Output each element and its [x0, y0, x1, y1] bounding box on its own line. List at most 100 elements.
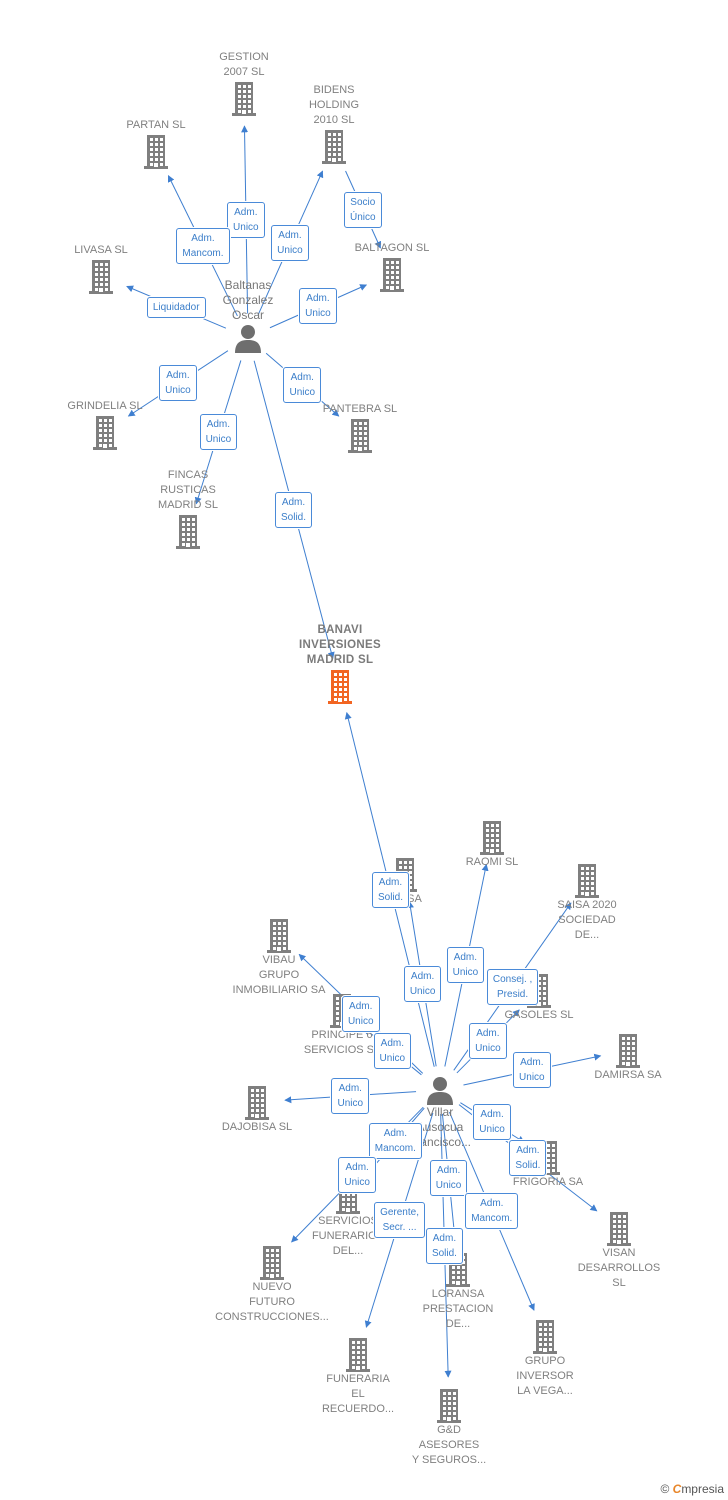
relation-label[interactable]: Adm. Unico [331, 1077, 370, 1114]
person-icon [427, 1077, 453, 1105]
company-node[interactable]: GESTION 2007 SL [169, 50, 319, 116]
building-icon [322, 129, 346, 164]
relation-label[interactable]: Adm. Unico [199, 414, 238, 451]
company-node[interactable]: PANTEBRA SL [285, 402, 435, 453]
company-node[interactable]: DAMIRSA SA [553, 1032, 703, 1083]
company-node[interactable]: SAISA 2020 SOCIEDAD DE... [512, 862, 662, 943]
relation-label[interactable]: Adm. Mancom. [465, 1193, 519, 1230]
relation-label[interactable]: Adm. Unico [271, 225, 309, 262]
person-icon [235, 324, 261, 353]
relation-label[interactable]: Adm. Solid. [371, 871, 409, 908]
node-label: SAISA 2020 SOCIEDAD DE... [557, 899, 617, 941]
node-label: Villar Ausocua Francisco... [408, 1105, 471, 1149]
company-node[interactable]: BALTAGON SL [317, 241, 467, 292]
node-label: BANAVI INVERSIONES MADRID SL [299, 623, 381, 666]
node-label: PANTEBRA SL [322, 402, 398, 415]
node-label: LORANSA PRESTACION DE... [422, 1288, 494, 1330]
company-node[interactable]: LIVASA SL [26, 243, 176, 294]
node-label: DAJOBISA SL [221, 1121, 293, 1133]
person-node[interactable]: Villar Ausocua Francisco... [365, 1075, 515, 1150]
person-node[interactable]: Baltanas Gonzalez Oscar [173, 278, 323, 353]
company-node[interactable]: VISAN DESARROLLOS SL [544, 1210, 694, 1291]
building-icon [260, 1246, 284, 1280]
node-label: PRINCIPE 6 SERVICIOS SL [303, 1029, 380, 1056]
company-node[interactable]: VIBAU GRUPO INMOBILIARIO SA [204, 917, 354, 998]
brand-name: mpresia [681, 1482, 724, 1496]
node-label: GRUPO INVERSOR LA VEGA... [516, 1355, 574, 1397]
building-icon [380, 257, 404, 292]
company-node[interactable]: GRUPO INVERSOR LA VEGA... [470, 1318, 620, 1399]
building-icon [437, 1389, 461, 1423]
relation-label[interactable]: Adm. Unico [299, 288, 337, 325]
relation-label[interactable]: Adm. Mancom. [368, 1123, 422, 1160]
company-node[interactable]: FINCAS RUSTICAS MADRID SL [113, 468, 263, 549]
copyright-symbol: © [660, 1482, 670, 1496]
building-icon [348, 418, 372, 453]
company-node[interactable]: NUEVO FUTURO CONSTRUCCIONES... [197, 1244, 347, 1325]
node-label: SERVICIOS FUNERARIOS DEL... [311, 1215, 385, 1257]
node-label: GASOLES SL [504, 1009, 574, 1021]
building-icon [346, 1338, 370, 1372]
company-node[interactable]: DAJOBISA SL [182, 1084, 332, 1135]
building-icon [607, 1212, 631, 1246]
building-icon [245, 1086, 269, 1120]
node-label: RAOMI SL [465, 856, 519, 868]
building-icon [575, 864, 599, 898]
company-node[interactable]: RAOMI SL [417, 819, 567, 870]
company-node[interactable]: LORANSA PRESTACION DE... [383, 1251, 533, 1332]
company-node[interactable]: FUNERARIA EL RECUERDO... [283, 1336, 433, 1417]
relation-label[interactable]: Consej. , Presid. [486, 968, 539, 1005]
relation-label[interactable]: Liquidador [146, 296, 206, 318]
building-icon [93, 415, 117, 450]
relation-label[interactable]: Adm. Unico [338, 1156, 376, 1193]
node-label: DAMIRSA SA [594, 1069, 662, 1081]
relation-label[interactable]: Socio Único [344, 191, 382, 228]
relation-label[interactable]: Adm. Unico [159, 365, 197, 402]
relation-label[interactable]: Adm. Mancom. [176, 227, 230, 264]
relation-label[interactable]: Adm. Unico [473, 1104, 511, 1141]
relation-label[interactable]: Adm. Unico [341, 995, 380, 1032]
building-icon [480, 821, 504, 855]
node-label: FRIGORIA SA [512, 1176, 584, 1188]
node-label: PARTAN SL [126, 118, 186, 131]
building-icon [533, 1320, 557, 1354]
relation-label[interactable]: Adm. Unico [283, 366, 322, 403]
company-node[interactable]: GRINDELIA SL [30, 399, 180, 450]
node-label: GRINDELIA SL [67, 399, 143, 412]
company-node[interactable]: SERVICIOS FUNERARIOS DEL... [273, 1178, 423, 1259]
building-icon [267, 919, 291, 953]
relation-label[interactable]: Adm. Solid. [274, 491, 312, 528]
relation-label[interactable]: Adm. Unico [227, 201, 265, 238]
node-label: GESTION 2007 SL [219, 51, 269, 78]
relation-label[interactable]: Adm. Unico [469, 1023, 507, 1060]
node-label: FINCAS RUSTICAS MADRID SL [158, 468, 218, 511]
node-label: VIBAU GRUPO INMOBILIARIO SA [232, 954, 326, 996]
node-label: VISAN DESARROLLOS SL [577, 1247, 661, 1289]
node-label: BIDENS HOLDING 2010 SL [308, 83, 360, 126]
node-label: BALTAGON SL [354, 241, 430, 254]
company-node[interactable]: BIDENS HOLDING 2010 SL [259, 83, 409, 164]
company-node[interactable]: PARTAN SL [81, 118, 231, 169]
node-label: FUNERARIA EL RECUERDO... [321, 1373, 395, 1415]
company-node[interactable]: FRIGORIA SA [473, 1139, 623, 1190]
company-node[interactable]: G&D ASESORES Y SEGUROS... [374, 1387, 524, 1468]
node-label: G&D ASESORES Y SEGUROS... [411, 1424, 487, 1466]
focus-company-node[interactable]: BANAVI INVERSIONES MADRID SL [265, 623, 415, 704]
relation-label[interactable]: Adm. Solid. [509, 1139, 547, 1176]
building-icon [144, 134, 168, 169]
node-label: NUEVO FUTURO CONSTRUCCIONES... [215, 1281, 329, 1323]
building-icon [328, 669, 352, 704]
node-label: LIVASA SL [74, 243, 128, 256]
relation-label[interactable]: Adm. Unico [513, 1052, 551, 1089]
relation-label[interactable]: Adm. Solid. [425, 1227, 463, 1264]
empresia-logo: © Cmpresia [660, 1482, 724, 1496]
relation-label[interactable]: Gerente, Secr. ... [374, 1202, 425, 1239]
building-icon [176, 514, 200, 549]
building-icon [616, 1034, 640, 1068]
relation-label[interactable]: Adm. Unico [403, 965, 442, 1002]
building-icon [89, 259, 113, 294]
node-label: Baltanas Gonzalez Oscar [222, 277, 274, 322]
relation-label[interactable]: Adm. Unico [429, 1159, 468, 1196]
relation-label[interactable]: Adm. Unico [373, 1033, 412, 1070]
relation-label[interactable]: Adm. Unico [446, 947, 485, 984]
